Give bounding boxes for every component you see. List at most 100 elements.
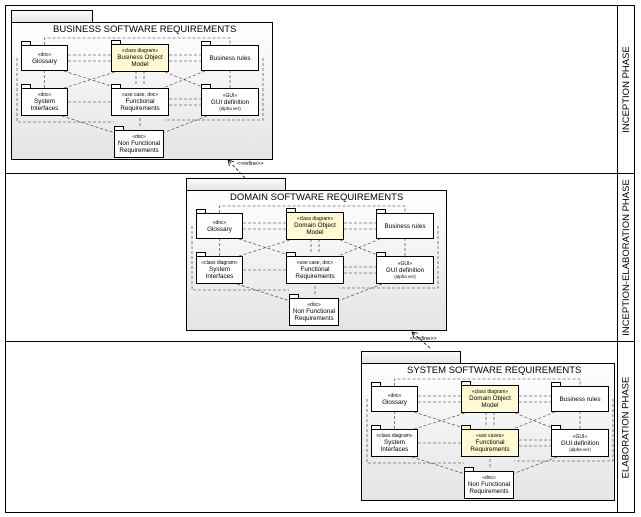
dependency-edge xyxy=(238,238,293,257)
node-tab xyxy=(371,382,381,387)
dependency-edge xyxy=(509,456,558,476)
node-box: «GUI»GUI definition(alpha ver) xyxy=(201,88,259,116)
node-label: GUI definition xyxy=(210,99,250,106)
node-label: Functional Requirements xyxy=(120,98,160,112)
package-tab xyxy=(11,10,93,22)
node-stereotype: «GUI» xyxy=(572,434,588,440)
node-box: «class diagram»Domain Object Model xyxy=(286,212,344,240)
node-stereotype: «class diagram» xyxy=(296,216,334,222)
glossary-node: «doc»Glossary xyxy=(371,382,418,412)
package-tab xyxy=(186,178,286,190)
node-stereotype: «doc» xyxy=(212,219,227,226)
node-tab xyxy=(461,381,471,386)
node-tab xyxy=(111,40,121,45)
dependency-edge xyxy=(413,412,466,430)
dependency-edges xyxy=(191,205,439,303)
package-title: SYSTEM SOFTWARE REQUIREMENTS xyxy=(407,365,582,376)
non-functional-requirements-node: «doc»Non Functional Requirements xyxy=(114,126,164,158)
node-tab xyxy=(551,382,561,387)
system-interfaces-node: «class diagram»System Interfaces xyxy=(371,425,418,457)
dependency-edge xyxy=(514,412,556,430)
node-box: «doc»Non Functional Requirements xyxy=(464,471,514,499)
phase-column-divider xyxy=(617,5,618,513)
node-label: Non Functional Requirements xyxy=(117,140,161,154)
dependency-edges xyxy=(366,378,614,476)
node-label: GUI definition xyxy=(385,267,425,274)
dependency-edge xyxy=(236,283,294,303)
glossary-node: «doc»Glossary xyxy=(21,41,68,71)
node-sublabel: (alpha ver) xyxy=(219,106,241,111)
node-tab xyxy=(286,208,296,213)
node-box: Business rules xyxy=(201,45,259,71)
node-box: «use case, doc»Functional Requirements xyxy=(286,256,344,284)
dependency-edge xyxy=(63,71,116,89)
node-box: «class diagram»System Interfaces xyxy=(371,429,418,457)
node-stereotype: «doc» xyxy=(307,302,321,308)
dependency-edge xyxy=(366,399,464,464)
object-model-node: «class diagram»Business Object Model xyxy=(111,40,169,72)
dependency-edge xyxy=(339,239,381,257)
refine-arrow-system-to-domain xyxy=(412,332,431,349)
package-tab xyxy=(361,351,461,363)
node-tab xyxy=(201,84,211,89)
node-stereotype: «class diagram» xyxy=(376,433,413,439)
node-tab xyxy=(376,209,386,214)
node-label: Glossary xyxy=(207,225,232,233)
node-label: Glossary xyxy=(32,57,57,65)
dependency-edge xyxy=(394,378,581,386)
node-tab xyxy=(371,425,381,430)
dependency-edge xyxy=(337,238,381,257)
node-box: «doc»Non Functional Requirements xyxy=(114,130,164,158)
node-box: «use cases»Functional Requirements xyxy=(461,429,519,457)
node-label: System Interfaces xyxy=(30,98,59,112)
system-interfaces-node: «class diagram»System Interfaces xyxy=(196,252,243,284)
node-box: «doc»Glossary xyxy=(21,45,68,71)
node-label: Non Functional Requirements xyxy=(292,308,336,322)
package-container: SYSTEM SOFTWARE REQUIREMENTS «doc»Glossar… xyxy=(361,351,615,501)
node-sublabel: (alpha ver) xyxy=(569,447,591,452)
dependency-edge xyxy=(512,411,556,430)
dependency-edge xyxy=(44,37,231,45)
node-label: System Interfaces xyxy=(205,266,234,280)
non-functional-requirements-node: «doc»Non Functional Requirements xyxy=(464,467,514,499)
node-tab xyxy=(551,425,561,430)
node-label: Domain Object Model xyxy=(469,395,511,409)
package-container: DOMAIN SOFTWARE REQUIREMENTS«doc»Glossar… xyxy=(186,178,447,331)
node-tab xyxy=(286,252,296,257)
node-stereotype: «GUI» xyxy=(397,261,413,267)
refine-label: <<refine>> xyxy=(237,161,264,167)
gui-definition-node: «GUI»GUI definition(alpha ver) xyxy=(376,252,434,284)
package-title: DOMAIN SOFTWARE REQUIREMENTS xyxy=(230,192,404,203)
functional-requirements-node: «use cases»Functional Requirements xyxy=(461,425,519,457)
lane-divider xyxy=(5,341,635,342)
node-tab xyxy=(196,209,206,214)
business-rules-node: Business rules xyxy=(201,41,259,71)
dependency-edge xyxy=(411,456,469,476)
dependency-edge xyxy=(514,399,614,462)
non-functional-requirements-node: «doc»Non Functional Requirements xyxy=(289,294,339,326)
package-title: BUSINESS SOFTWARE REQUIREMENTS xyxy=(53,24,237,35)
node-label: Domain Object Model xyxy=(294,222,336,236)
dependency-edge xyxy=(159,115,208,135)
node-label: GUI definition xyxy=(560,440,600,447)
node-tab xyxy=(376,252,386,257)
node-stereotype: «use case, doc» xyxy=(296,260,334,266)
node-box: «GUI»GUI definition(alpha ver) xyxy=(551,429,609,457)
dependency-edge xyxy=(339,226,439,289)
dependency-edge xyxy=(164,58,264,121)
node-box: «doc»System Interfaces xyxy=(21,88,68,116)
node-stereotype: «doc» xyxy=(37,92,52,98)
node-tab xyxy=(201,41,211,46)
node-box: «GUI»GUI definition(alpha ver) xyxy=(376,256,434,284)
refine-arrow-domain-to-business xyxy=(228,160,246,179)
gui-definition-node: «GUI»GUI definition(alpha ver) xyxy=(201,84,259,116)
dependency-edge xyxy=(63,70,118,89)
dependency-edge xyxy=(162,70,206,89)
node-tab xyxy=(21,84,31,89)
dependency-edge xyxy=(413,411,468,430)
node-stereotype: «use cases» xyxy=(475,433,505,439)
node-stereotype: «doc» xyxy=(482,475,496,481)
node-box: «use case, doc»Functional Requirements xyxy=(111,88,169,116)
functional-requirements-node: «use case, doc»Functional Requirements xyxy=(286,252,344,284)
